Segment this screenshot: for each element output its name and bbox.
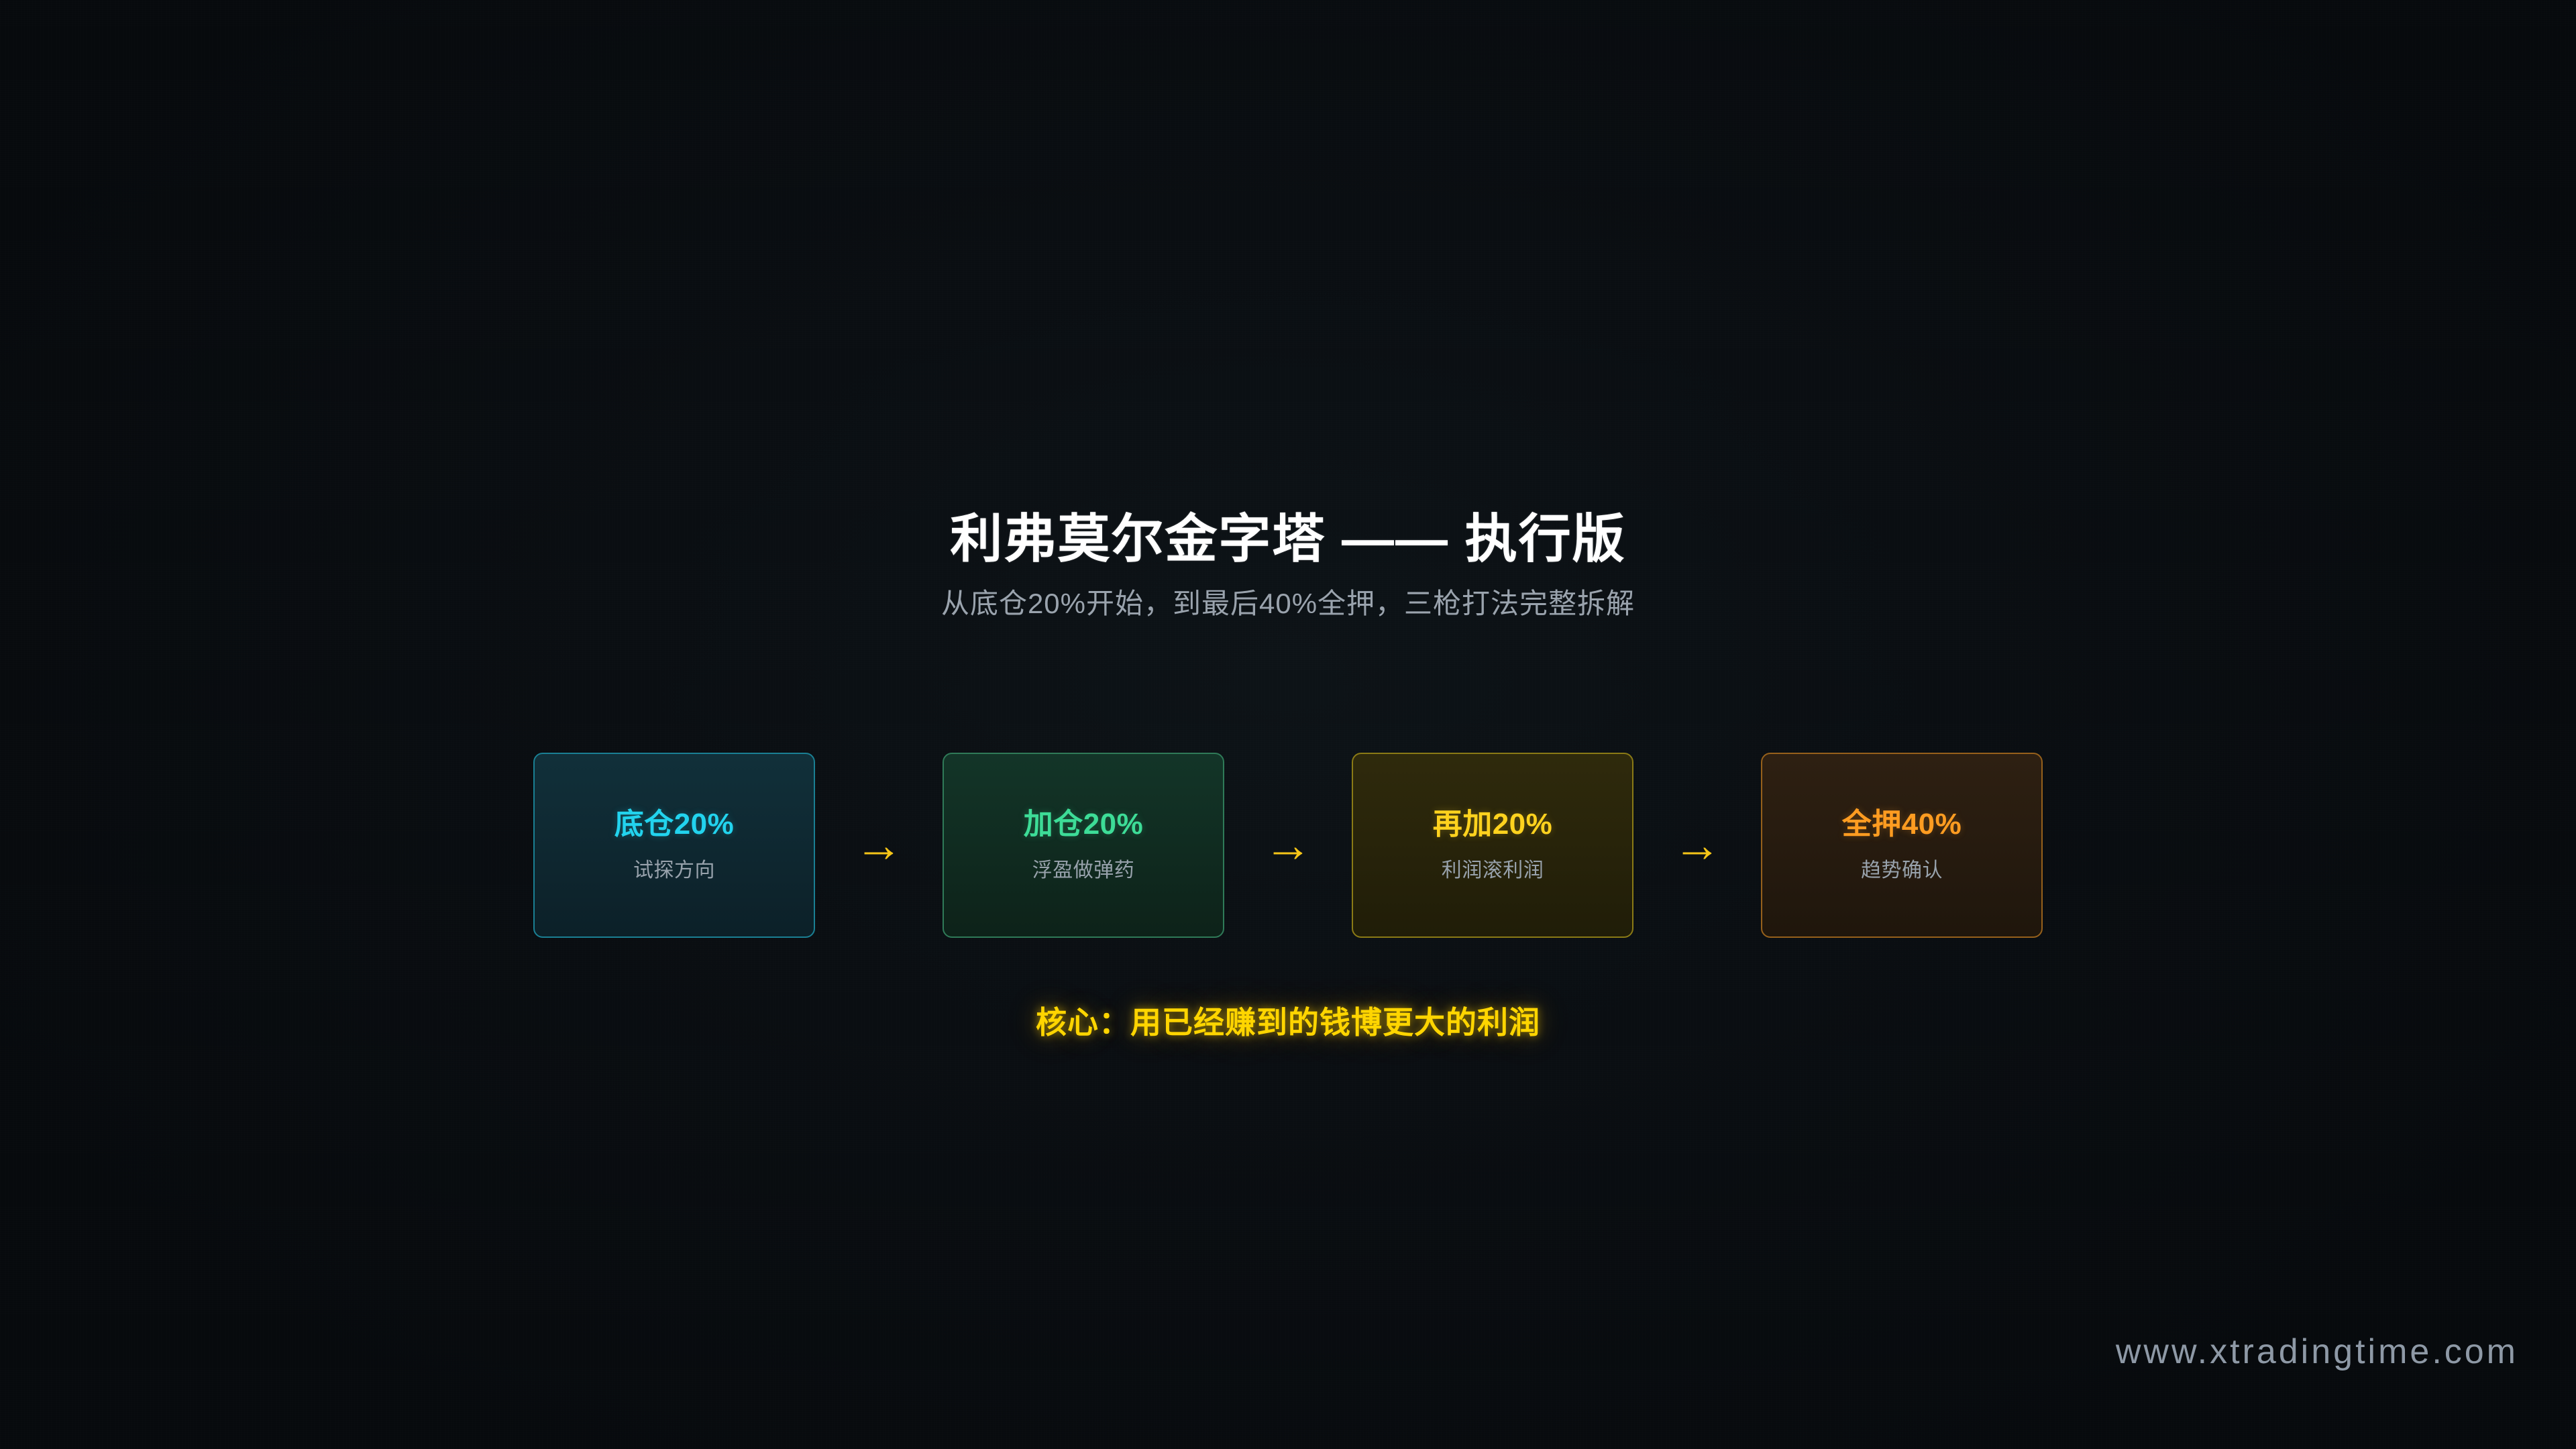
pyramid-step-title: 全押40%: [1841, 808, 1962, 841]
pyramid-step-subtitle: 趋势确认: [1861, 859, 1943, 881]
core-takeaway-text: 核心：用已经赚到的钱博更大的利润: [1036, 1005, 1540, 1040]
flow-arrow-icon: →: [1673, 818, 1721, 872]
flow-arrow-icon: →: [855, 818, 903, 872]
page-title: 利弗莫尔金字塔 —— 执行版: [950, 509, 1626, 568]
slide-header: 利弗莫尔金字塔 —— 执行版 从底仓20%开始，到最后40%全押，三枪打法完整拆…: [0, 509, 2576, 621]
pyramid-step-card: 底仓20% 试探方向: [533, 753, 815, 938]
pyramid-step-card: 再加20% 利润滚利润: [1352, 753, 1633, 938]
pyramid-step-subtitle: 试探方向: [633, 859, 715, 881]
pyramid-step-card: 加仓20% 浮盈做弹药: [943, 753, 1224, 938]
pyramid-step-card: 全押40% 趋势确认: [1761, 753, 2043, 938]
pyramid-flow-row: 底仓20% 试探方向 → 加仓20% 浮盈做弹药 → 再加20% 利润滚利润 → 全押40% 趋势确…: [0, 753, 2576, 938]
flow-arrow-icon: →: [1264, 818, 1312, 872]
pyramid-step-subtitle: 浮盈做弹药: [1032, 859, 1135, 881]
pyramid-step-title: 再加20%: [1432, 808, 1553, 841]
footer-website-url: www.xtradingtime.com: [2115, 1332, 2518, 1371]
pyramid-step-subtitle: 利润滚利润: [1441, 859, 1544, 881]
page-subtitle: 从底仓20%开始，到最后40%全押，三枪打法完整拆解: [941, 588, 1635, 620]
pyramid-step-title: 加仓20%: [1023, 808, 1144, 841]
pyramid-step-title: 底仓20%: [614, 808, 735, 841]
